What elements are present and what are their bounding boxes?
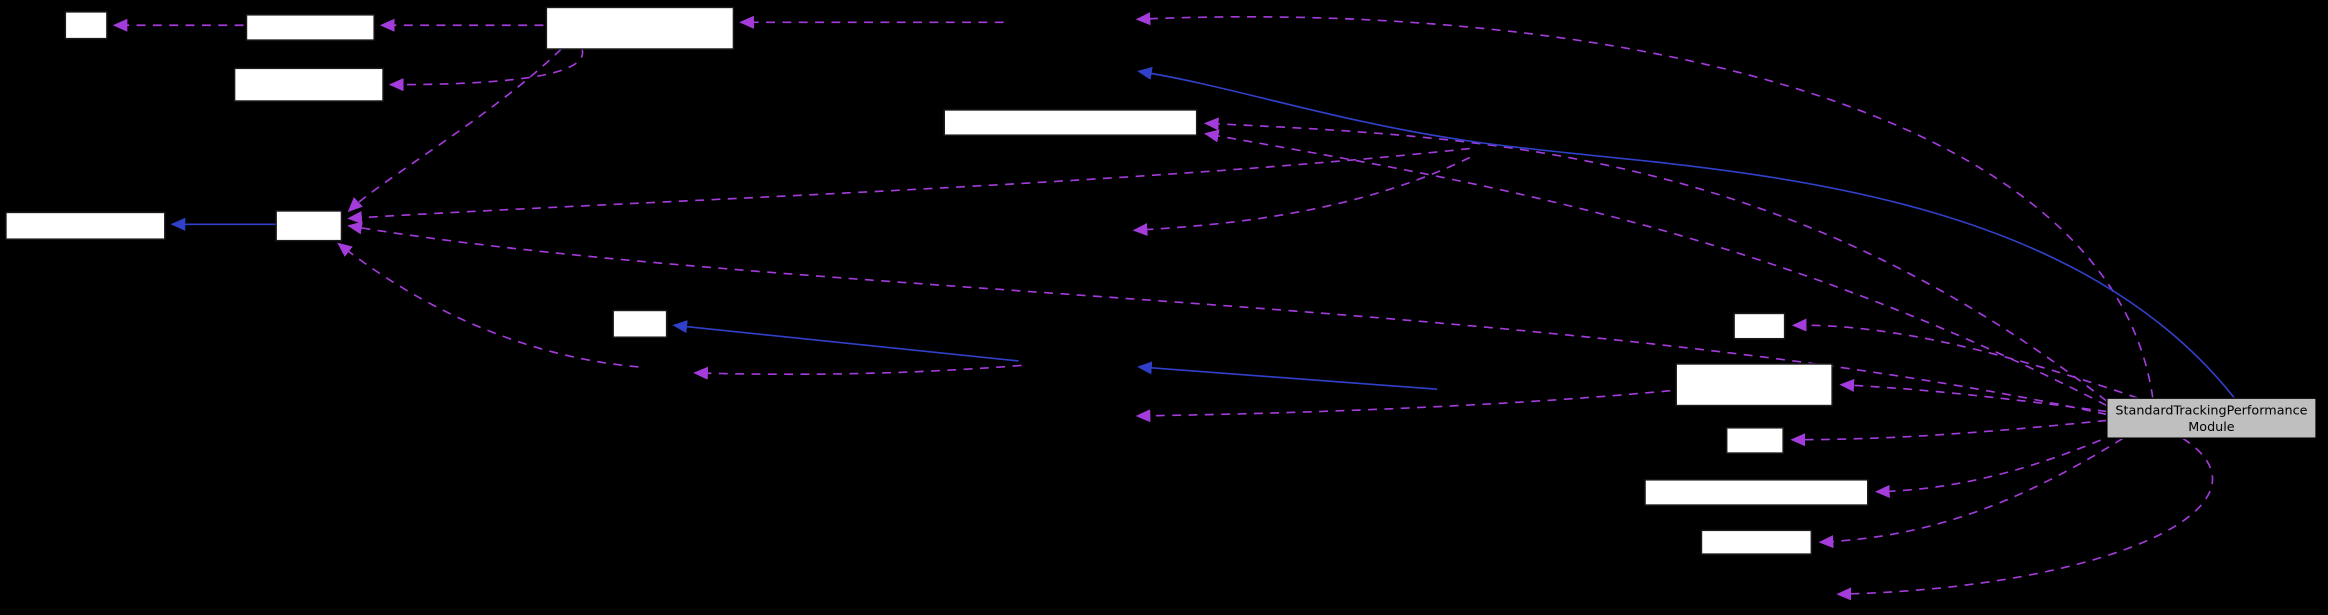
node-box-9[interactable] — [1733, 312, 1786, 340]
dependency-edge — [693, 364, 1022, 380]
node-box-3[interactable] — [545, 6, 735, 50]
node-standard-tracking-performance-module[interactable] — [2106, 397, 2317, 439]
edges — [112, 12, 2236, 601]
node-box-8[interactable] — [612, 309, 668, 338]
node-box-6[interactable] — [5, 211, 166, 240]
dependency-edge — [1135, 389, 1671, 423]
dependency-edge — [1132, 156, 1471, 237]
dependency-edge — [1836, 437, 2214, 601]
dependency-edge — [347, 221, 2107, 416]
inheritance-edge — [1137, 66, 2236, 399]
dependency-edge — [1790, 419, 2107, 447]
inheritance-edge — [672, 320, 1019, 362]
node-box-10[interactable] — [1675, 363, 1833, 407]
node-box-12[interactable] — [1644, 479, 1869, 506]
dependency-edge — [1791, 318, 2139, 399]
dependency-edge — [337, 242, 639, 368]
dependency-edge — [1839, 378, 2107, 413]
dependency-edge — [1818, 437, 2124, 549]
nodes: StandardTrackingPerformance Module — [5, 6, 2317, 555]
node-box-1[interactable] — [64, 11, 108, 40]
dependency-edge — [1135, 12, 2154, 399]
node-box-4[interactable] — [233, 67, 384, 102]
dependency-edge — [1203, 117, 2108, 402]
node-box-13[interactable] — [1700, 529, 1813, 555]
dependency-edge — [347, 48, 562, 213]
node-box-2[interactable] — [245, 14, 375, 41]
node-box-5[interactable] — [943, 109, 1198, 136]
dependency-edge — [1203, 129, 2108, 407]
dependency-edge — [388, 48, 584, 92]
inheritance-edge — [1137, 361, 1438, 391]
dependency-edge — [347, 147, 1470, 225]
node-box-7[interactable] — [275, 210, 343, 242]
node-label-line1: StandardTrackingPerformance — [2115, 403, 2307, 418]
node-label-line2: Module — [2188, 420, 2235, 435]
node-box-11[interactable] — [1725, 427, 1784, 454]
dependency-edge — [1875, 433, 2117, 498]
